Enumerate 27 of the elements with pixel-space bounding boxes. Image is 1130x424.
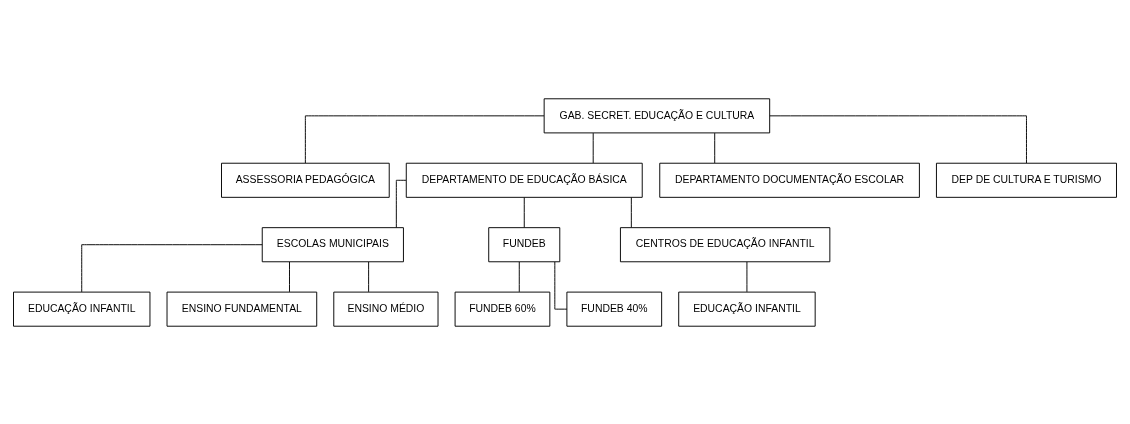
connector: [289, 261, 290, 292]
node-box: CENTROS DE EDUCAÇÃO INFANTIL: [619, 226, 831, 262]
node-box: FUNDEB 60%: [454, 291, 551, 327]
node-box: DEPARTAMENTO DOCUMENTAÇÃO ESCOLAR: [659, 162, 920, 198]
connector: [368, 261, 370, 292]
connector: [746, 261, 748, 292]
node-box: ASSESSORIA PEDAGÓGICA: [221, 162, 390, 198]
connector: [630, 196, 632, 228]
node-box: FUNDEB 40%: [566, 291, 663, 327]
connector: [554, 261, 568, 310]
node-box: FUNDEB: [488, 226, 561, 262]
node-box: ENSINO FUNDAMENTAL: [166, 291, 318, 327]
node-box: DEPARTAMENTO DE EDUCAÇÃO BÁSICA: [405, 162, 643, 198]
node-box: EDUCAÇÃO INFANTIL: [678, 291, 816, 327]
node-box: ENSINO MÉDIO: [333, 291, 439, 327]
connector: [714, 132, 716, 163]
connector: [81, 243, 263, 292]
node-box: DEP DE CULTURA E TURISMO: [935, 162, 1117, 198]
connector: [304, 114, 545, 163]
connector: [769, 114, 1027, 163]
node-box: GAB. SECRET. EDUCAÇÃO E CULTURA: [543, 97, 771, 133]
connector: [395, 179, 407, 228]
node-box: EDUCAÇÃO INFANTIL: [13, 291, 151, 327]
connector: [592, 132, 594, 163]
connector: [523, 196, 525, 228]
connector: [518, 261, 520, 292]
node-box: ESCOLAS MUNICIPAIS: [261, 226, 404, 262]
